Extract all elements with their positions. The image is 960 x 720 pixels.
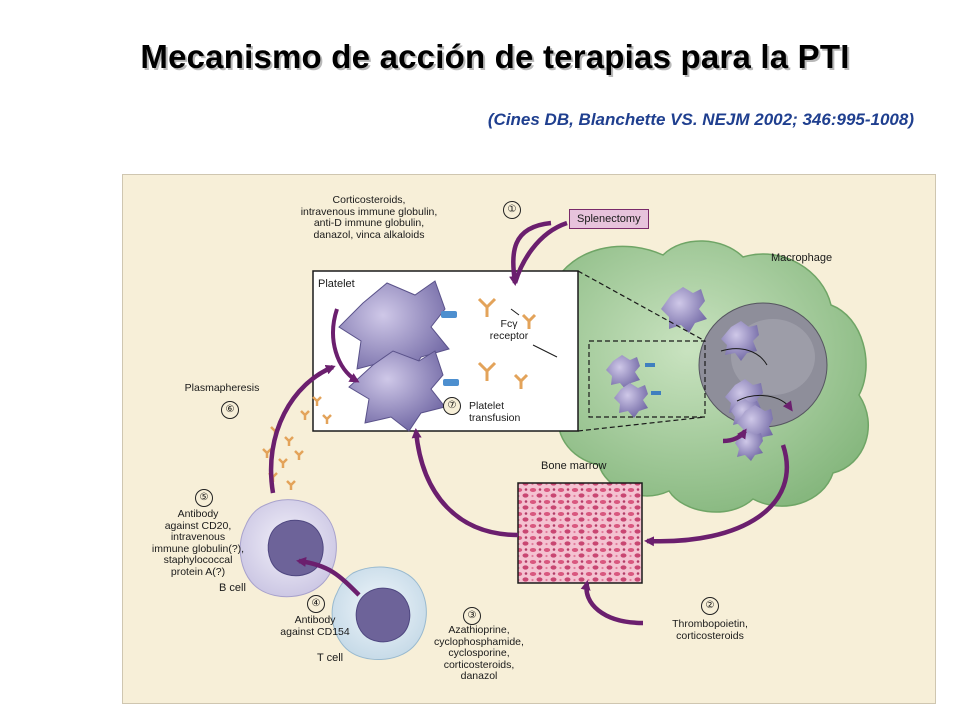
macrophage-platelets — [661, 287, 793, 461]
citation: (Cines DB, Blanchette VS. NEJM 2002; 346… — [487, 110, 914, 129]
diagram-artwork — [239, 220, 869, 661]
itp-therapy-diagram: Corticosteroids, intravenous immune glob… — [122, 174, 936, 704]
therapy-7-number: ⑦ — [443, 397, 461, 415]
therapy-5-label: Antibody against CD20, intravenous immun… — [151, 508, 245, 578]
therapy-6-label: Plasmapheresis — [184, 382, 260, 394]
macrophage-label: Macrophage — [771, 252, 833, 264]
b-cell-label: B cell — [219, 582, 246, 594]
zoom-box — [577, 270, 706, 432]
bone-marrow-label: Bone marrow — [541, 460, 607, 472]
platelet-label: Platelet — [318, 278, 355, 290]
platelet-panel — [312, 270, 579, 432]
splenectomy-label: Splenectomy — [569, 209, 649, 229]
slide-title: Mecanismo de acción de terapias para la … — [140, 38, 850, 75]
therapy-2-label: Thrombopoietin, corticosteroids — [672, 618, 748, 642]
therapy-3-number: ③ — [463, 607, 481, 625]
therapy-5-number: ⑤ — [195, 489, 213, 507]
therapy-4-label: Antibody against CD154 — [280, 614, 350, 638]
therapy-4-number: ④ — [307, 595, 325, 613]
process-arrows — [268, 220, 790, 626]
therapy-6-number: ⑥ — [221, 401, 239, 419]
therapy-3-label: Azathioprine, cyclophosphamide, cyclospo… — [434, 624, 524, 682]
fc-receptor-label: Fcγ receptor — [489, 318, 529, 342]
therapy-1-number: ① — [503, 201, 521, 219]
therapy-2-number: ② — [701, 597, 719, 615]
therapy-1-label: Corticosteroids, intravenous immune glob… — [300, 194, 438, 241]
bone-marrow-block — [517, 482, 643, 584]
t-cell-label: T cell — [317, 652, 344, 664]
therapy-7-label: Platelet transfusion — [469, 400, 521, 424]
